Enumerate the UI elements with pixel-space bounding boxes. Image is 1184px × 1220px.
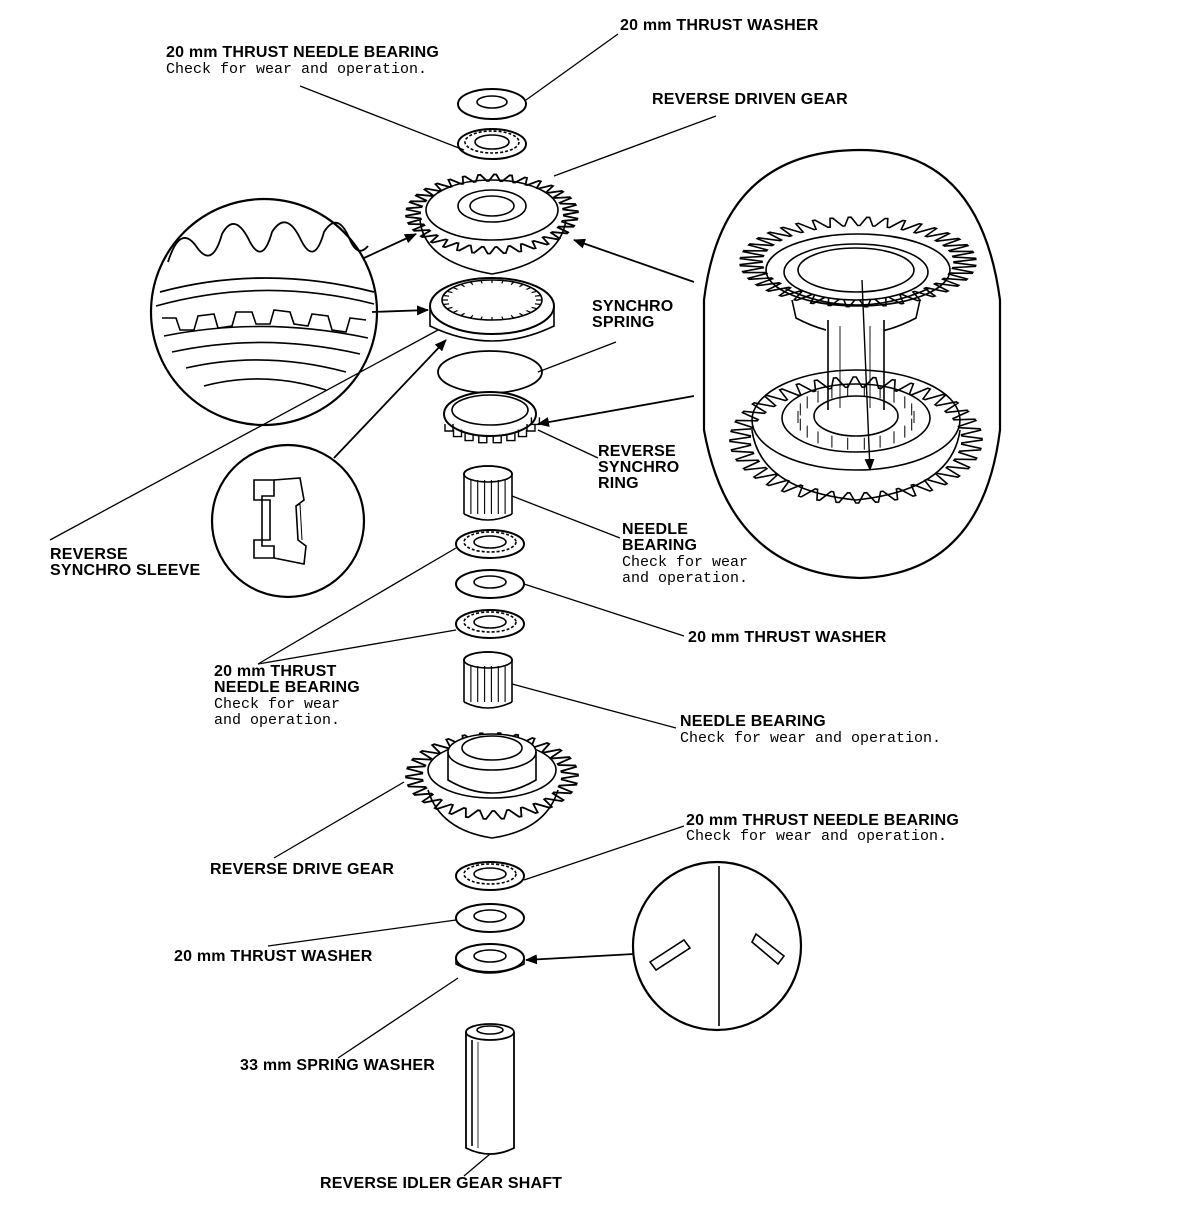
thrust-washer-low-part	[455, 903, 525, 933]
thrust-washer-top-part	[457, 88, 527, 120]
reverse-drive-gear-part	[405, 732, 579, 839]
thrust-needle-bearing-low-part	[455, 861, 525, 891]
label-thrust-washer-mid: 20 mm THRUST WASHER	[688, 629, 887, 646]
label-thrust-needle-bearing-low: 20 mm THRUST NEEDLE BEARING	[686, 812, 959, 829]
reverse-synchro-sleeve-part	[429, 277, 555, 342]
leader-lines	[49, 33, 717, 1177]
label-reverse-driven-gear: REVERSE DRIVEN GEAR	[652, 91, 848, 108]
label-thrust-needle-bearing-top: 20 mm THRUST NEEDLE BEARING	[166, 44, 439, 61]
note-thrust-needle-bearing-top: Check for wear and operation.	[166, 61, 428, 78]
detail-circle-washer	[631, 860, 803, 1032]
note-thrust-needle-bearing-mid-line-1: Check for wear	[214, 696, 341, 713]
label-synchro-spring-line-2: SPRING	[592, 314, 655, 331]
label-reverse-synchro-ring: REVERSE SYNCHRO RING	[598, 444, 679, 492]
label-reverse-synchro-sleeve: REVERSE SYNCHRO SLEEVE	[50, 547, 200, 579]
thrust-needle-bearing-mid-part-1	[455, 529, 525, 559]
reverse-driven-gear-part	[405, 173, 579, 275]
label-needle-bearing-mid: NEEDLE BEARING	[622, 522, 697, 554]
label-thrust-needle-bearing-mid: 20 mm THRUST NEEDLE BEARING	[214, 664, 360, 696]
label-idler-gear-shaft: REVERSE IDLER GEAR SHAFT	[320, 1175, 563, 1192]
label-needle-bearing-low: NEEDLE BEARING	[680, 713, 826, 730]
label-reverse-synchro-ring-line-1: REVERSE	[598, 443, 676, 460]
detail-oval-assembly	[702, 148, 1002, 580]
label-reverse-synchro-ring-line-3: RING	[598, 475, 639, 492]
label-needle-bearing-mid-line-1: NEEDLE	[622, 521, 689, 538]
idler-gear-shaft-part	[465, 1023, 515, 1155]
reverse-synchro-ring-part	[443, 391, 541, 444]
label-thrust-needle-bearing-mid-line-2: NEEDLE BEARING	[214, 679, 360, 696]
note-needle-bearing-low: Check for wear and operation.	[680, 730, 942, 747]
label-synchro-spring-line-1: SYNCHRO	[592, 298, 674, 315]
note-needle-bearing-mid-line-2: and operation.	[622, 570, 749, 587]
note-needle-bearing-mid-line-1: Check for wear	[622, 554, 749, 571]
label-spring-washer: 33 mm SPRING WASHER	[240, 1057, 435, 1074]
thrust-needle-bearing-top-part	[457, 128, 527, 160]
label-reverse-synchro-ring-line-2: SYNCHRO	[598, 459, 680, 476]
thrust-washer-mid-part	[455, 569, 525, 599]
label-needle-bearing-mid-line-2: BEARING	[622, 537, 698, 554]
label-thrust-washer-low: 20 mm THRUST WASHER	[174, 948, 373, 965]
detail-circle-sleeve-profile	[210, 443, 366, 599]
note-needle-bearing-mid: Check for wear and operation.	[622, 555, 748, 587]
label-thrust-washer-top: 20 mm THRUST WASHER	[620, 17, 819, 34]
note-thrust-needle-bearing-mid: Check for wear and operation.	[214, 697, 340, 729]
spring-washer-part	[455, 943, 525, 974]
note-thrust-needle-bearing-mid-line-2: and operation.	[214, 712, 341, 729]
label-synchro-spring: SYNCHRO SPRING	[592, 299, 673, 331]
label-thrust-needle-bearing-mid-line-1: 20 mm THRUST	[214, 663, 337, 680]
needle-bearing-upper-part	[463, 465, 513, 521]
synchro-spring-part	[437, 350, 543, 394]
label-reverse-synchro-sleeve-line-2: SYNCHRO SLEEVE	[50, 562, 201, 579]
label-reverse-drive-gear: REVERSE DRIVE GEAR	[210, 861, 395, 878]
needle-bearing-lower-part	[463, 651, 513, 709]
note-thrust-needle-bearing-low: Check for wear and operation.	[686, 828, 948, 845]
detail-circle-teeth	[149, 197, 379, 427]
label-reverse-synchro-sleeve-line-1: REVERSE	[50, 546, 128, 563]
thrust-needle-bearing-mid-part-2	[455, 609, 525, 639]
